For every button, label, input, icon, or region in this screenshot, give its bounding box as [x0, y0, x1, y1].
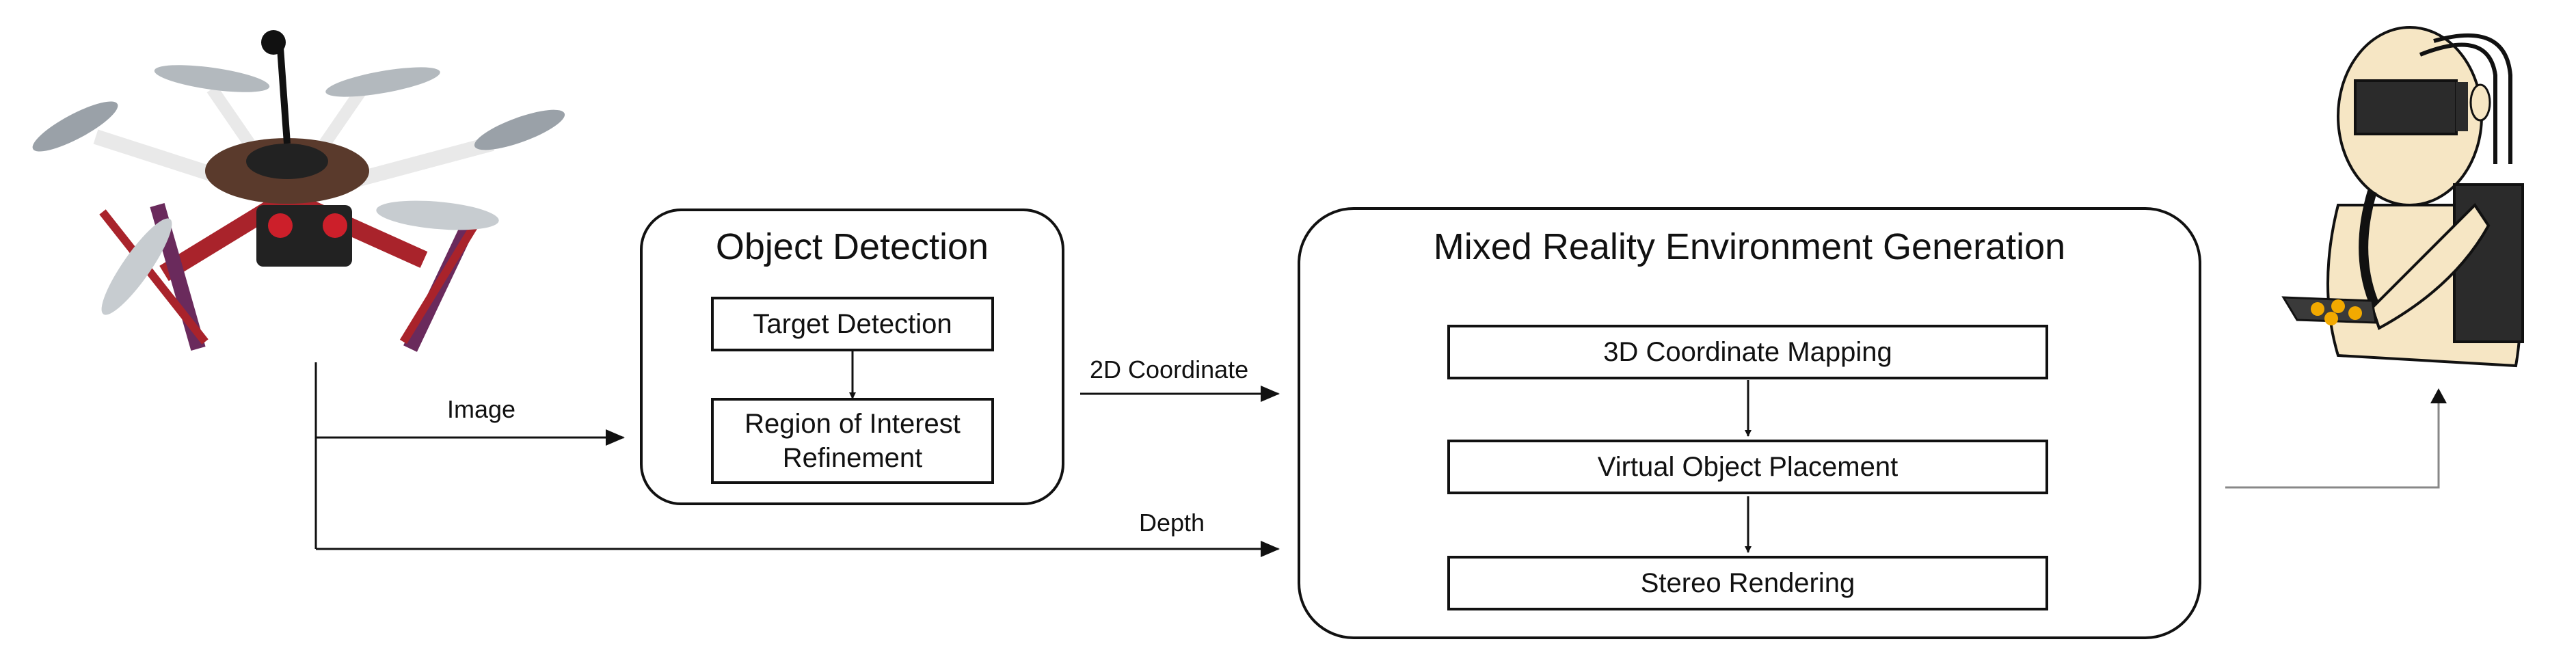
object-detection-title: Object Detection [715, 226, 989, 267]
stereo-rendering-step: Stereo Rendering [1447, 556, 2048, 610]
coordinate-mapping-label: 3D Coordinate Mapping [1603, 337, 1892, 367]
roi-refinement-step: Region of Interest Refinement [711, 398, 994, 484]
image-edge [314, 362, 625, 549]
object-placement-label: Virtual Object Placement [1597, 452, 1899, 482]
user-headset-icon [2281, 26, 2524, 368]
coordinate-edge-label: 2D Coordinate [1090, 355, 1249, 384]
depth-edge-label: Depth [1139, 509, 1205, 537]
output-edge [2225, 388, 2447, 489]
image-edge-label: Image [447, 395, 516, 423]
object-detection-container [640, 209, 1064, 505]
coordinate-mapping-step: 3D Coordinate Mapping [1447, 325, 2048, 379]
target-detection-step: Target Detection [711, 297, 994, 351]
object-placement-step: Virtual Object Placement [1447, 440, 2048, 494]
target-detection-label: Target Detection [753, 309, 952, 339]
mixed-reality-container [1298, 207, 2201, 639]
roi-refinement-label: Region of Interest Refinement [744, 409, 961, 473]
stereo-rendering-label: Stereo Rendering [1640, 568, 1855, 598]
mixed-reality-title: Mixed Reality Environment Generation [1433, 226, 2066, 267]
drone-icon [32, 30, 565, 352]
